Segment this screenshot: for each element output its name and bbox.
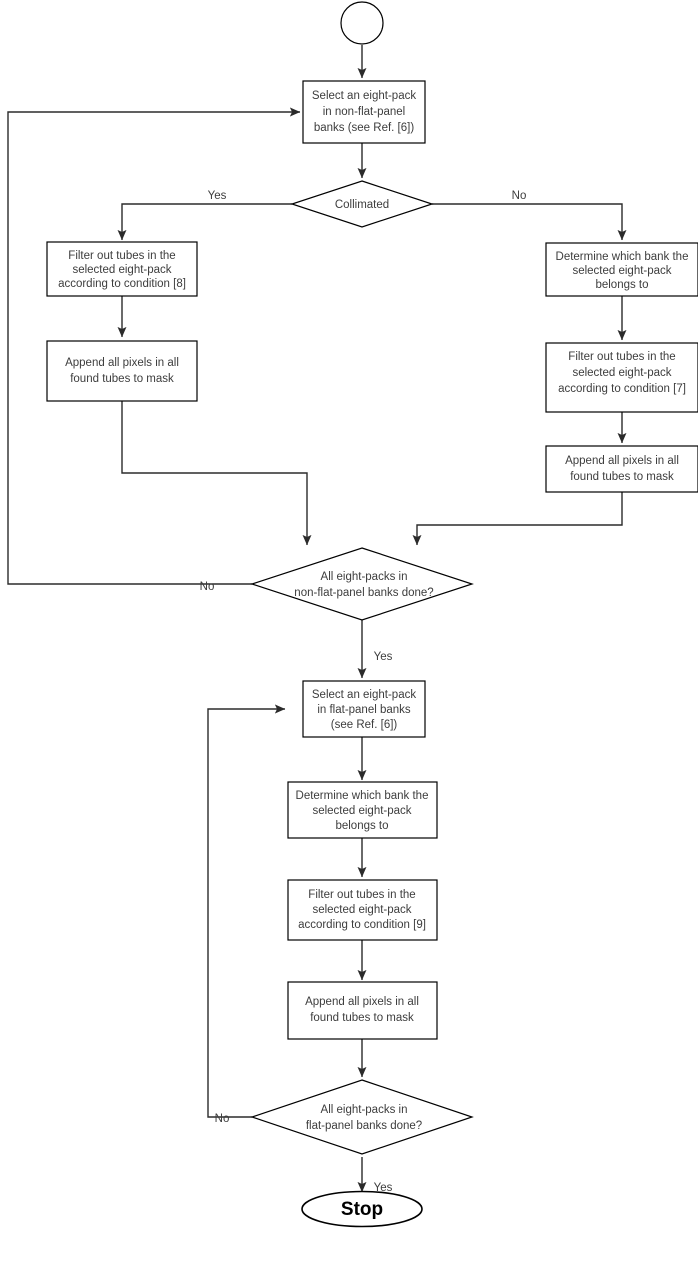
node-select-flat-line3: (see Ref. [6]) bbox=[331, 719, 398, 731]
node-filter-cond9[interactable]: Filter out tubes in the selected eight-p… bbox=[287, 879, 438, 941]
node-append-left-line1: Append all pixels in all bbox=[65, 357, 179, 369]
node-filter-cond9-line1: Filter out tubes in the bbox=[308, 889, 415, 901]
node-collimated-label: Collimated bbox=[335, 199, 389, 211]
node-append-flat-line2: found tubes to mask bbox=[310, 1012, 414, 1024]
node-all-flat-done[interactable]: All eight-packs in flat-panel banks done… bbox=[250, 1079, 474, 1155]
node-append-left-line2: found tubes to mask bbox=[70, 373, 174, 385]
node-determine-bank-flat[interactable]: Determine which bank the selected eight-… bbox=[287, 781, 438, 839]
edge-collimated-yes-to-filter-cond8 bbox=[117, 203, 292, 241]
node-filter-cond7-line2: selected eight-pack bbox=[572, 367, 671, 379]
edge-label-nonflat-done-no: No bbox=[200, 581, 215, 593]
edge-flat-done-no-loopback bbox=[207, 704, 286, 1118]
node-determine-bank-right[interactable]: Determine which bank the selected eight-… bbox=[545, 242, 698, 297]
node-all-nonflat-done-line2: non-flat-panel banks done? bbox=[294, 587, 433, 599]
node-all-nonflat-done-line1: All eight-packs in bbox=[321, 571, 408, 583]
node-filter-cond9-line3: according to condition [9] bbox=[298, 919, 426, 931]
node-determine-bank-flat-line2: selected eight-pack bbox=[312, 805, 411, 817]
edge-append-right-to-nonflat-done bbox=[412, 492, 623, 546]
node-select-flat-line1: Select an eight-pack bbox=[312, 689, 416, 701]
node-filter-cond7-line1: Filter out tubes in the bbox=[568, 351, 675, 363]
node-append-right-line2: found tubes to mask bbox=[570, 471, 674, 483]
edge-label-flat-done-no: No bbox=[215, 1113, 230, 1125]
node-all-nonflat-done[interactable]: All eight-packs in non-flat-panel banks … bbox=[250, 547, 474, 621]
edge-label-nonflat-done-yes: Yes bbox=[374, 651, 393, 663]
node-all-flat-done-line2: flat-panel banks done? bbox=[306, 1120, 422, 1132]
node-filter-cond8-line3: according to condition [8] bbox=[58, 278, 186, 290]
node-filter-cond9-line2: selected eight-pack bbox=[312, 904, 411, 916]
node-append-left[interactable]: Append all pixels in all found tubes to … bbox=[46, 340, 198, 402]
node-append-flat[interactable]: Append all pixels in all found tubes to … bbox=[287, 981, 438, 1040]
edge-label-collimated-yes: Yes bbox=[208, 190, 227, 202]
node-append-right-line1: Append all pixels in all bbox=[565, 455, 679, 467]
node-stop-label: Stop bbox=[341, 1199, 383, 1220]
node-filter-cond7-line3: according to condition [7] bbox=[558, 383, 686, 395]
node-select-nonflat-line3: banks (see Ref. [6]) bbox=[314, 122, 415, 134]
node-filter-cond8[interactable]: Filter out tubes in the selected eight-p… bbox=[46, 241, 198, 297]
edge-nonflat-done-no-loopback bbox=[7, 107, 301, 585]
start-node[interactable] bbox=[340, 1, 384, 45]
edge-append-left-to-nonflat-done bbox=[121, 401, 312, 546]
edge-label-collimated-no: No bbox=[512, 190, 527, 202]
edge-collimated-no-to-determine-bank bbox=[432, 203, 627, 241]
node-select-nonflat[interactable]: Select an eight-pack in non-flat-panel b… bbox=[302, 80, 426, 144]
node-determine-bank-right-line3: belongs to bbox=[595, 279, 648, 291]
node-append-flat-line1: Append all pixels in all bbox=[305, 996, 419, 1008]
node-append-right[interactable]: Append all pixels in all found tubes to … bbox=[545, 445, 698, 493]
node-determine-bank-flat-line1: Determine which bank the bbox=[296, 790, 429, 802]
node-determine-bank-right-line1: Determine which bank the bbox=[556, 251, 689, 263]
node-select-nonflat-line2: in non-flat-panel bbox=[323, 106, 405, 118]
node-filter-cond7[interactable]: Filter out tubes in the selected eight-p… bbox=[545, 342, 698, 413]
node-determine-bank-flat-line3: belongs to bbox=[335, 820, 388, 832]
edge-label-flat-done-yes: Yes bbox=[374, 1182, 393, 1194]
node-all-flat-done-line1: All eight-packs in bbox=[321, 1104, 408, 1116]
node-determine-bank-right-line2: selected eight-pack bbox=[572, 265, 671, 277]
node-stop[interactable]: Stop bbox=[301, 1190, 423, 1228]
node-collimated[interactable]: Collimated bbox=[290, 180, 434, 228]
node-select-flat[interactable]: Select an eight-pack in flat-panel banks… bbox=[302, 680, 426, 738]
node-filter-cond8-line2: selected eight-pack bbox=[72, 264, 171, 276]
node-select-flat-line2: in flat-panel banks bbox=[317, 704, 411, 716]
node-filter-cond8-line1: Filter out tubes in the bbox=[68, 250, 175, 262]
node-select-nonflat-line1: Select an eight-pack bbox=[312, 90, 416, 102]
